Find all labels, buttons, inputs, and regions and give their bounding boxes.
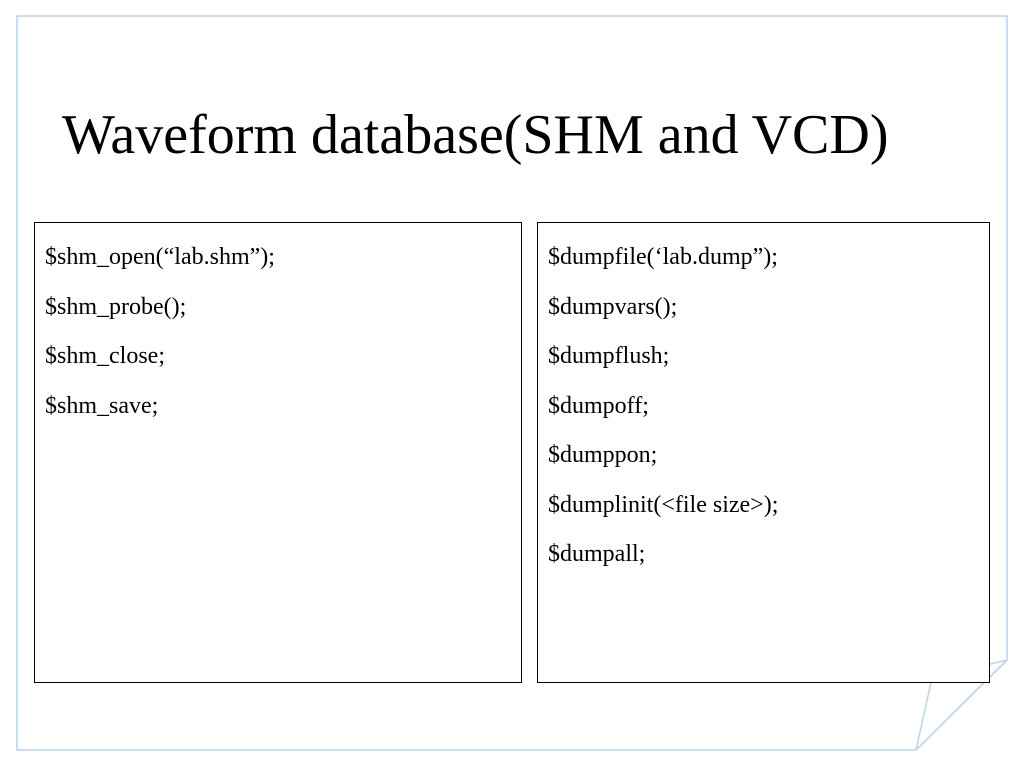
shm-command-line: $shm_open(“lab.shm”);	[45, 244, 275, 270]
shm-command-line: $shm_close;	[45, 343, 165, 369]
vcd-command-line: $dumpall;	[548, 541, 646, 567]
vcd-command-line: $dumpvars();	[548, 293, 678, 320]
shm-command-line: $shm_save;	[45, 392, 159, 419]
vcd-commands-panel: $dumpfile(‘lab.dump”); $dumpvars(); $dum…	[537, 222, 990, 683]
vcd-command-line: $dumpoff;	[548, 392, 649, 419]
vcd-command-line: $dumppon;	[548, 442, 658, 468]
vcd-command-line: $dumplinit(<file size>);	[548, 491, 779, 518]
shm-command-line: $shm_probe();	[45, 293, 187, 320]
shm-commands-panel: $shm_open(“lab.shm”); $shm_probe(); $shm…	[34, 222, 522, 683]
vcd-command-line: $dumpfile(‘lab.dump”);	[548, 244, 778, 270]
slide-title: Waveform database(SHM and VCD)	[62, 104, 889, 166]
vcd-command-line: $dumpflush;	[548, 343, 670, 369]
